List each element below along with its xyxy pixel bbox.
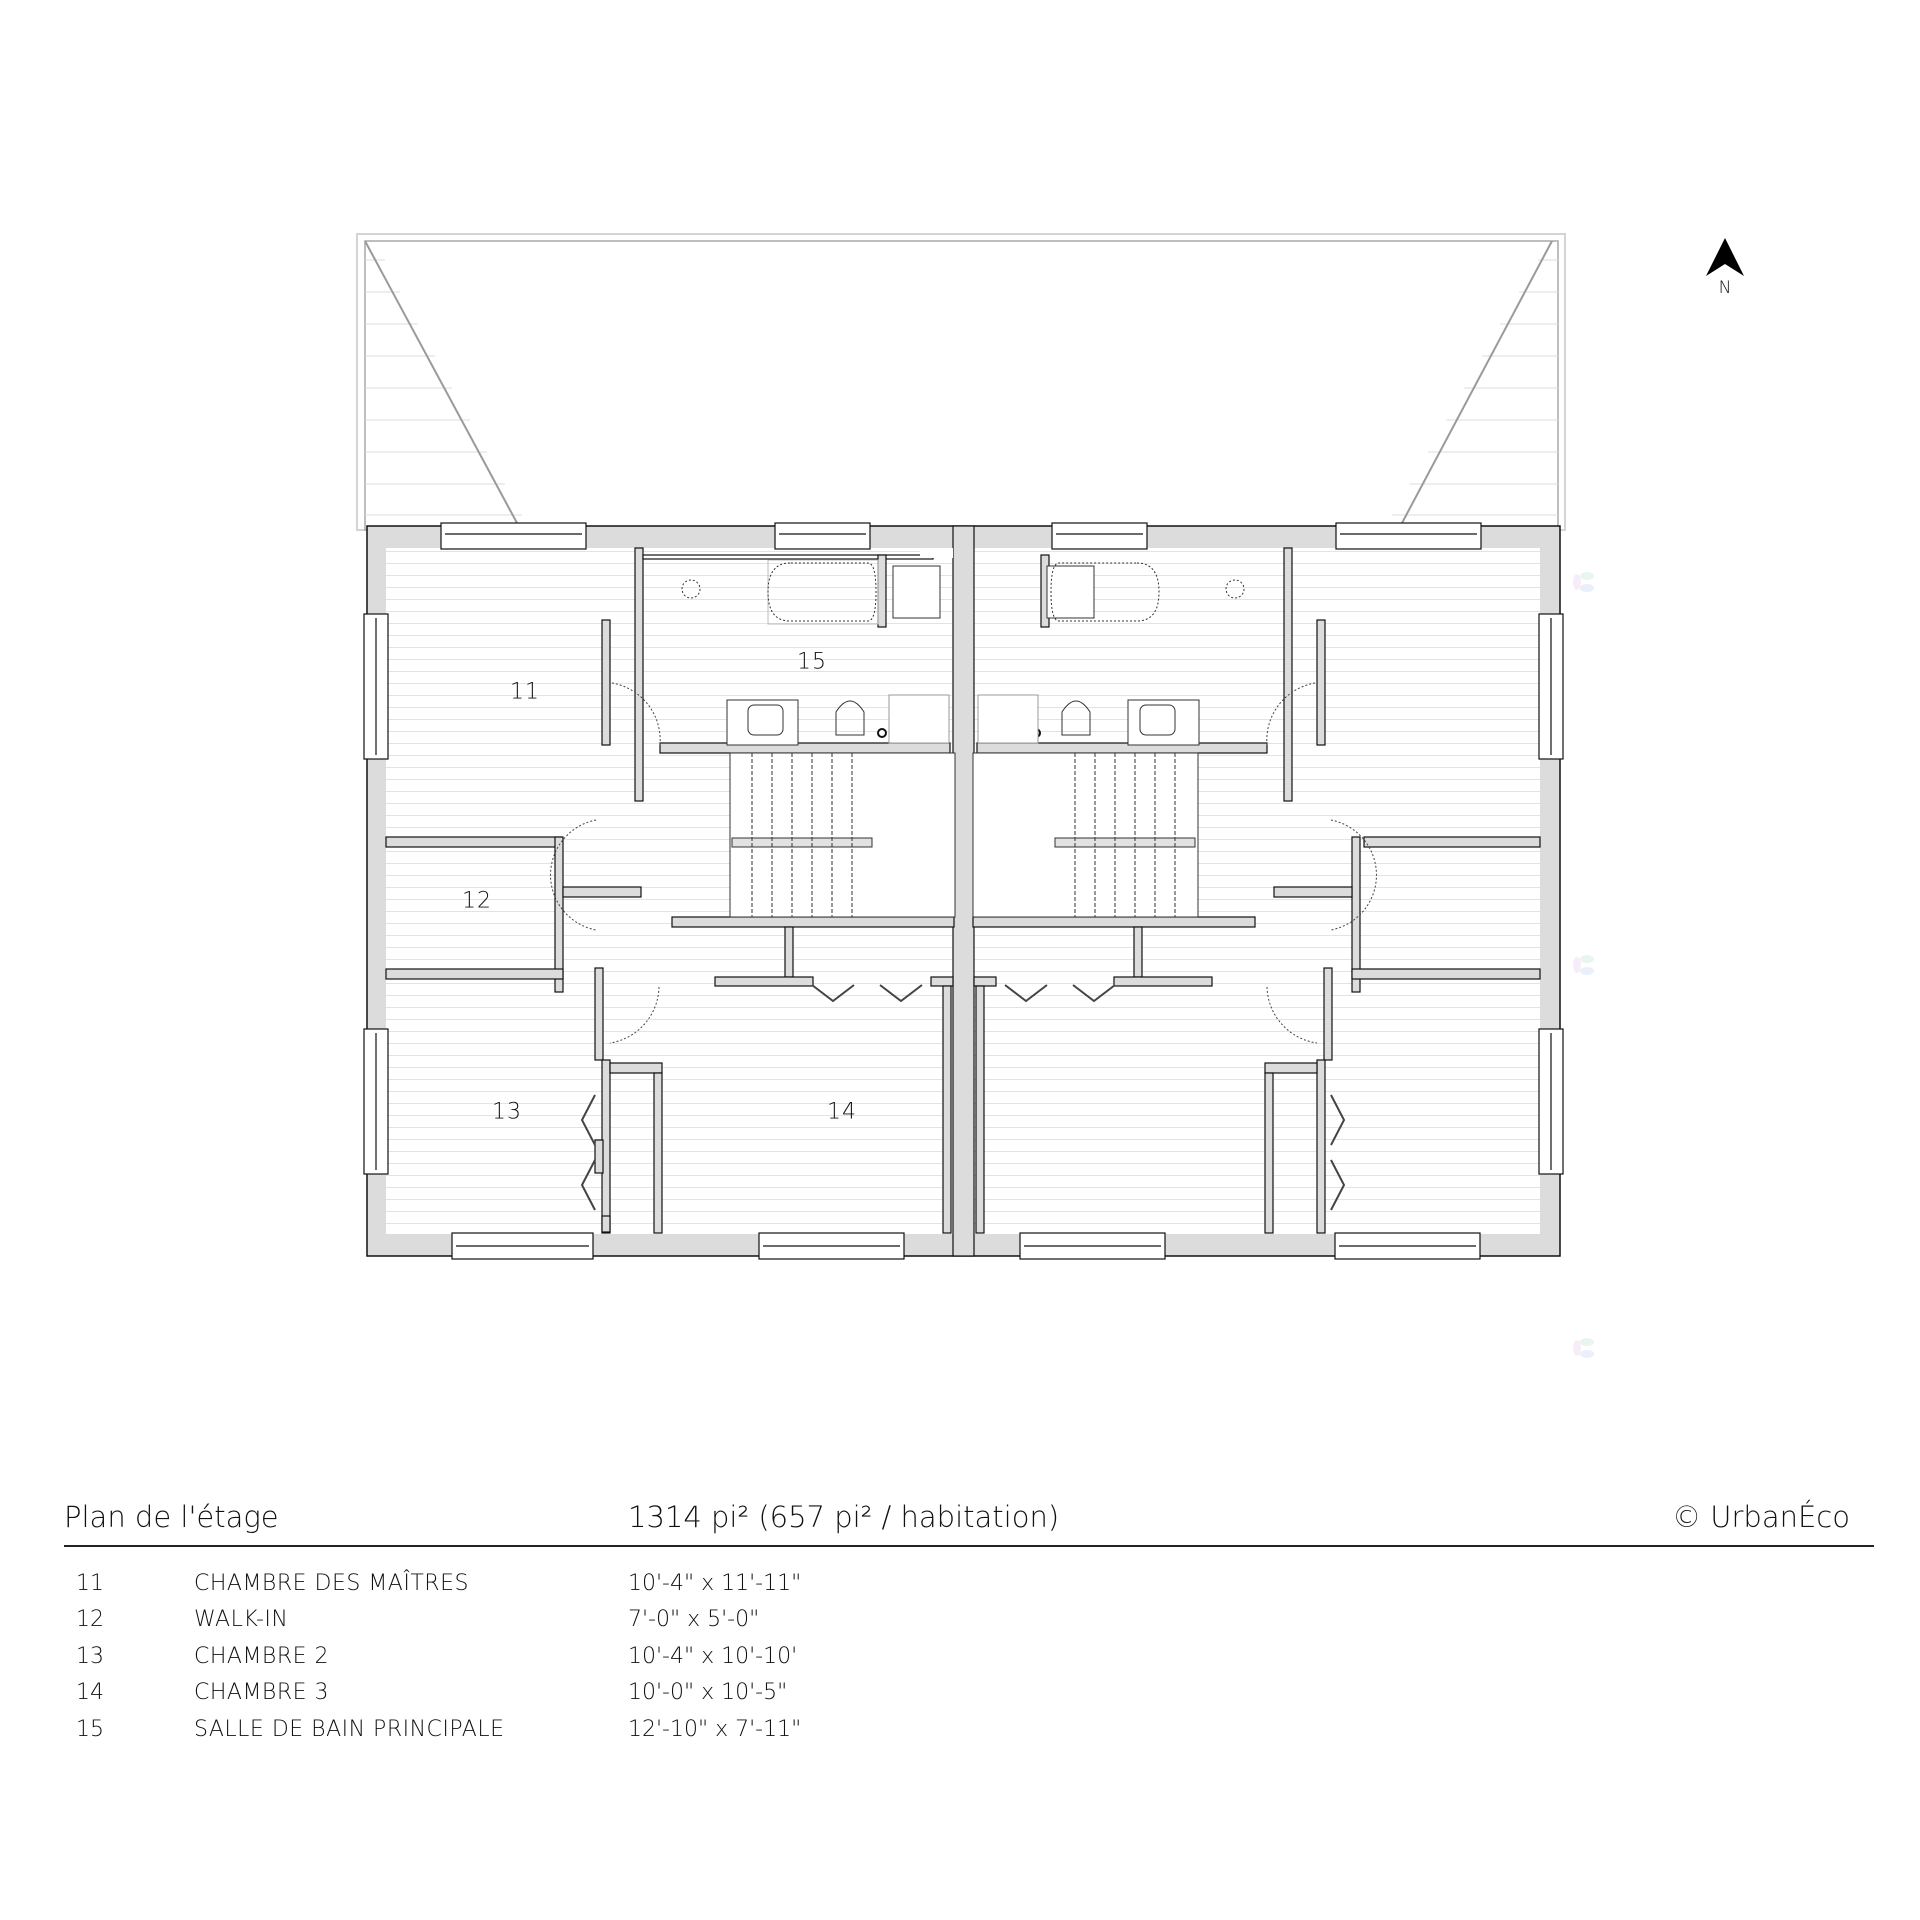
windows [363,522,1564,1260]
drawing-title: Plan de l'étage [64,1500,279,1534]
legend-dimensions: 7'-0" x 5'-0" [628,1607,760,1633]
stairs [729,752,1199,918]
room-tag-13: 13 [492,1099,522,1125]
room-tag-11: 11 [510,679,540,705]
legend-dimensions: 10'-4" x 10'-10' [628,1643,798,1669]
legend-number: 15 [76,1716,104,1742]
legend-number: 14 [76,1680,104,1706]
floor-area: 1314 pi² (657 pi² / habitation) [628,1500,1060,1534]
legend-room-name: CHAMBRE 2 [194,1643,330,1669]
legend-row: 13 CHAMBRE 2 10'-4" x 10'-10' [64,1638,964,1675]
room-tag-12: 12 [462,888,492,914]
legend-number: 11 [76,1570,104,1596]
title-divider [64,1545,1874,1547]
watermark-icon [1573,1338,1594,1358]
room-legend: 11 CHAMBRE DES MAÎTRES 10'-4" x 11'-11" … [64,1565,964,1748]
legend-row: 11 CHAMBRE DES MAÎTRES 10'-4" x 11'-11" [64,1565,964,1602]
legend-room-name: CHAMBRE DES MAÎTRES [194,1570,469,1596]
legend-room-name: CHAMBRE 3 [194,1680,330,1706]
watermark-icon [1573,955,1594,975]
north-arrow: N [1700,236,1750,298]
bathroom-fixtures [681,559,1245,746]
legend-row: 14 CHAMBRE 3 10'-0" x 10'-5" [64,1675,964,1712]
roof-overhang [356,233,1566,531]
legend-room-name: SALLE DE BAIN PRINCIPALE [194,1716,505,1742]
north-label: N [1718,278,1732,298]
legend-row: 12 WALK-IN 7'-0" x 5'-0" [64,1602,964,1639]
legend-dimensions: 12'-10" x 7'-11" [628,1716,802,1742]
legend-dimensions: 10'-0" x 10'-5" [628,1680,788,1706]
copyright: © UrbanÉco [1672,1500,1850,1534]
north-arrow-icon [1706,238,1744,276]
legend-row: 15 SALLE DE BAIN PRINCIPALE 12'-10" x 7'… [64,1711,964,1748]
legend-room-name: WALK-IN [194,1607,289,1633]
legend-number: 13 [76,1643,104,1669]
watermark-icon [1573,572,1594,592]
room-tag-15: 15 [797,649,827,675]
room-tag-14: 14 [827,1099,857,1125]
doors [550,682,1377,1211]
legend-dimensions: 10'-4" x 11'-11" [628,1570,802,1596]
legend-number: 12 [76,1607,104,1633]
interior-walls [385,525,1541,1257]
